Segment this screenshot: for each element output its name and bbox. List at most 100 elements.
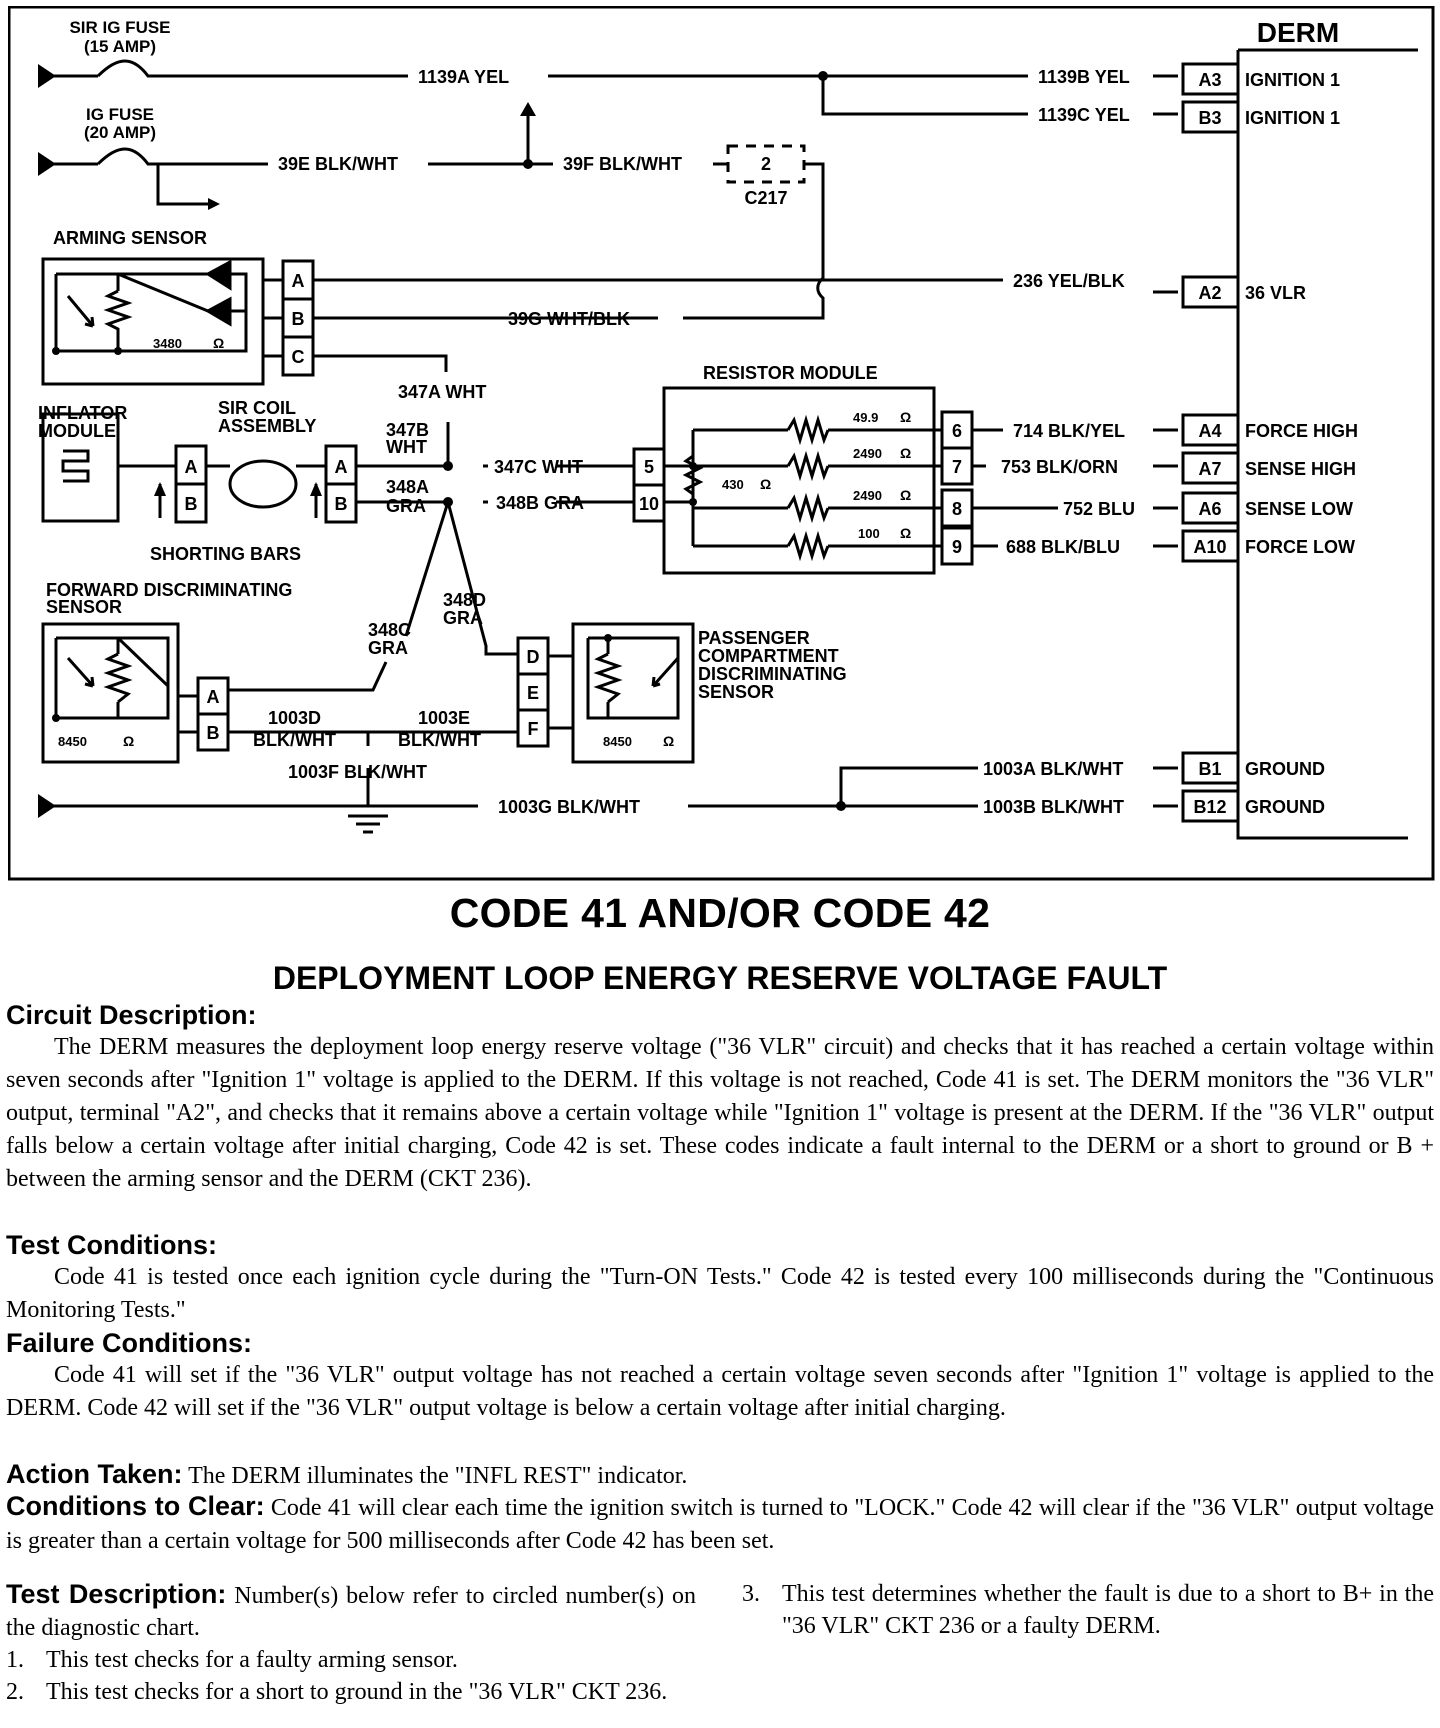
term-a7-label: A7 xyxy=(1198,459,1221,479)
term-a6-label: A6 xyxy=(1198,499,1221,519)
rm-input-wires xyxy=(483,464,634,504)
test-conditions-section: Test Conditions: Code 41 is tested once … xyxy=(0,1230,1440,1327)
arming-pin-c-label: C xyxy=(292,347,305,367)
coil-pin-a-label: A xyxy=(335,457,348,477)
wire-236-label: 236 YEL/BLK xyxy=(1013,271,1125,291)
term-a2-label: A2 xyxy=(1198,283,1221,303)
pass-switch xyxy=(651,657,680,688)
wire-1139c-label: 1139C YEL xyxy=(1038,105,1130,125)
ground-label-a: GROUND xyxy=(1245,759,1325,779)
arming-diodes xyxy=(204,259,232,327)
rm-pin-10-label: 10 xyxy=(639,494,659,514)
derm-stub-a3-b3 xyxy=(1153,74,1178,116)
wire-348c-label-2: GRA xyxy=(368,638,408,658)
fwd-node xyxy=(52,714,60,722)
action-taken-text: The DERM illuminates the "INFL REST" ind… xyxy=(188,1463,688,1489)
wire-39e-label: 39E BLK/WHT xyxy=(278,154,398,174)
splice-348 xyxy=(443,497,453,507)
fwd-wires xyxy=(178,661,518,746)
res-value-2: 2490 xyxy=(853,446,882,461)
wire-39f-label: 39F BLK/WHT xyxy=(563,154,682,174)
wire-348c-label-1: 348C xyxy=(368,620,411,640)
inflator-pin-a-label: A xyxy=(185,457,198,477)
c217-label: C217 xyxy=(744,188,787,208)
wire-688-label: 688 BLK/BLU xyxy=(1006,537,1120,557)
wire-1003f-label: 1003F BLK/WHT xyxy=(288,762,427,782)
rm-node-1 xyxy=(689,462,697,470)
arming-sensor-label: ARMING SENSOR xyxy=(53,228,207,248)
wire-348a-label-2: GRA xyxy=(386,496,426,516)
wire-1003b-label: 1003B BLK/WHT xyxy=(983,797,1124,817)
rm-res-430-unit: Ω xyxy=(760,476,771,492)
failure-conditions-text: Code 41 will set if the "36 VLR" output … xyxy=(6,1362,1434,1421)
fwd-sensor-label-1: FORWARD DISCRIMINATING xyxy=(46,580,292,600)
derm-term-a6 xyxy=(1181,491,1240,525)
wire-348d-label-1: 348D xyxy=(443,590,486,610)
list-item-text: This test checks for a short to ground i… xyxy=(46,1679,668,1705)
ig-fuse-rating: (20 AMP) xyxy=(84,123,156,142)
shorting-bar-arrows xyxy=(158,484,318,518)
action-taken-heading: Action Taken: xyxy=(6,1459,183,1489)
rm-res-430-value: 430 xyxy=(722,477,744,492)
arm-node-2 xyxy=(114,347,122,355)
sense-high-label: SENSE HIGH xyxy=(1245,459,1356,479)
arming-pin-b-label: B xyxy=(292,309,305,329)
term-b12-label: B12 xyxy=(1193,797,1226,817)
res-value-1: 49.9 xyxy=(853,410,878,425)
inflator-element xyxy=(61,449,176,483)
test-description-intro: Number(s) below refer to circled number(… xyxy=(6,1583,696,1641)
derm-term-a3 xyxy=(1181,62,1240,96)
pass-sensor-box xyxy=(571,622,695,764)
action-taken-section: Action Taken: The DERM illuminates the "… xyxy=(0,1458,1440,1493)
sir-coil-label-2: ASSEMBLY xyxy=(218,416,316,436)
test-conditions-text: Code 41 is tested once each ignition cyc… xyxy=(6,1264,1434,1323)
term-b1-label: B1 xyxy=(1198,759,1221,779)
connector-arrows xyxy=(38,64,56,818)
wire-714-label: 714 BLK/YEL xyxy=(1013,421,1125,441)
wire-1003a-label: 1003A BLK/WHT xyxy=(983,759,1123,779)
force-high-label: FORCE HIGH xyxy=(1245,421,1358,441)
inflator-pin-b-label: B xyxy=(185,494,198,514)
pass-node xyxy=(604,634,612,642)
derm-term-a7 xyxy=(1181,451,1240,485)
conditions-to-clear-line: Conditions to Clear: Code 41 will clear … xyxy=(0,1490,1440,1558)
wire-348b-label: 348B GRA xyxy=(496,493,584,513)
fwd-sensor-box xyxy=(41,622,180,764)
test-description-heading: Test Description: xyxy=(6,1579,227,1609)
list-item-number: 1. xyxy=(6,1647,24,1673)
fwd-pin-a-label: A xyxy=(207,687,220,707)
term-a3-label: A3 xyxy=(1198,70,1221,90)
vlr-label: 36 VLR xyxy=(1245,283,1306,303)
term-a10-label: A10 xyxy=(1193,537,1226,557)
c217-pin: 2 xyxy=(761,154,771,174)
failure-conditions-section: Failure Conditions: Code 41 will set if … xyxy=(0,1328,1440,1425)
term-a4-label: A4 xyxy=(1198,421,1221,441)
fwd-pin-b-label: B xyxy=(207,723,220,743)
wire-347a-label: 347A WHT xyxy=(398,382,486,402)
res-unit-4: Ω xyxy=(900,525,911,541)
list-item-text: This test determines whether the fault i… xyxy=(782,1581,1434,1639)
res-value-3: 2490 xyxy=(853,488,882,503)
sense-low-label: SENSE LOW xyxy=(1245,499,1353,519)
ig-fuse-label: IG FUSE xyxy=(86,105,154,124)
rm-internal-wires xyxy=(664,428,934,548)
wire-1003e-label-2: BLK/WHT xyxy=(398,730,481,750)
wire-1003e-label-1: 1003E xyxy=(418,708,470,728)
pass-res-value: 8450 xyxy=(603,734,632,749)
shorting-bars-label: SHORTING BARS xyxy=(150,544,301,564)
list-item-number: 2. xyxy=(6,1679,24,1705)
sir-coil-label-1: SIR COIL xyxy=(218,398,296,418)
wire-1139b-label: 1139B YEL xyxy=(1038,67,1130,87)
force-low-label: FORCE LOW xyxy=(1245,537,1355,557)
rm-resistor-430 xyxy=(682,454,704,496)
test-description-right: 3.This test determines whether the fault… xyxy=(742,1578,1434,1642)
wire-348d-label-2: GRA xyxy=(443,608,483,628)
fwd-sensor-internal xyxy=(54,636,170,720)
res-unit-3: Ω xyxy=(900,487,911,503)
ignition-1b: IGNITION 1 xyxy=(1245,108,1340,128)
fwd-sensor-label-2: SENSOR xyxy=(46,597,122,617)
res-value-4: 100 xyxy=(858,526,880,541)
arming-res-unit: Ω xyxy=(213,335,224,351)
conditions-to-clear-heading: Conditions to Clear: xyxy=(6,1491,265,1521)
derm-term-b1 xyxy=(1181,751,1240,785)
